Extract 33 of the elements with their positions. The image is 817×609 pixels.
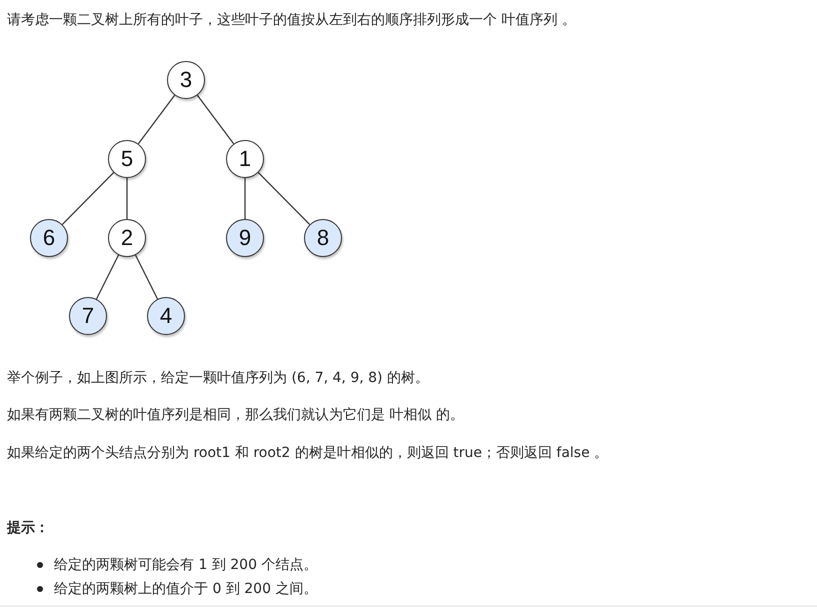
leaf-node-circle — [69, 297, 107, 335]
tree-edge — [62, 172, 114, 225]
list-item: 给定的两颗树可能会有 1 到 200 个结点。 — [54, 556, 318, 575]
tree-edge — [96, 254, 120, 300]
paragraph: 请考虑一颗二叉树上所有的叶子，这些叶子的值按从左到右的顺序排列形成一个 叶值序列 。 — [7, 11, 576, 30]
node-value: 7 — [82, 305, 94, 327]
paragraph: 如果有两颗二叉树的叶值序列是相同，那么我们就认为它们是 叶相似 的。 — [7, 406, 464, 425]
tree-edge — [244, 178, 246, 219]
tree-node-circle — [226, 140, 264, 178]
tree-edge — [138, 94, 176, 144]
tree-node-circle — [167, 61, 205, 99]
tree-edge — [258, 172, 310, 225]
list-item: 给定的两颗树上的值介于 0 到 200 之间。 — [54, 580, 318, 599]
tree-edge — [196, 94, 234, 144]
node-value: 8 — [316, 227, 330, 249]
node-value: 9 — [238, 227, 252, 249]
tree-node-circle — [108, 140, 146, 178]
leaf-node-circle — [226, 219, 264, 257]
leaf-node-circle — [147, 297, 185, 335]
node-value: 2 — [120, 227, 134, 249]
paragraph: 举个例子，如上图所示，给定一颗叶值序列为 (6, 7, 4, 9, 8) 的树。 — [7, 369, 429, 388]
tree-edge — [126, 178, 128, 219]
paragraph: 如果给定的两个头结点分别为 root1 和 root2 的树是叶相似的，则返回 true；否则返回 false 。 — [7, 444, 608, 463]
tree-node-circle — [108, 219, 146, 257]
node-value: 4 — [160, 305, 172, 327]
node-value: 6 — [42, 227, 56, 249]
tree-edge — [134, 254, 158, 300]
node-value: 1 — [238, 148, 252, 170]
leaf-node-circle — [304, 219, 342, 257]
section-heading: 提示： — [7, 519, 49, 538]
node-value: 3 — [180, 69, 192, 91]
node-value: 5 — [120, 148, 134, 170]
leaf-node-circle — [30, 219, 68, 257]
